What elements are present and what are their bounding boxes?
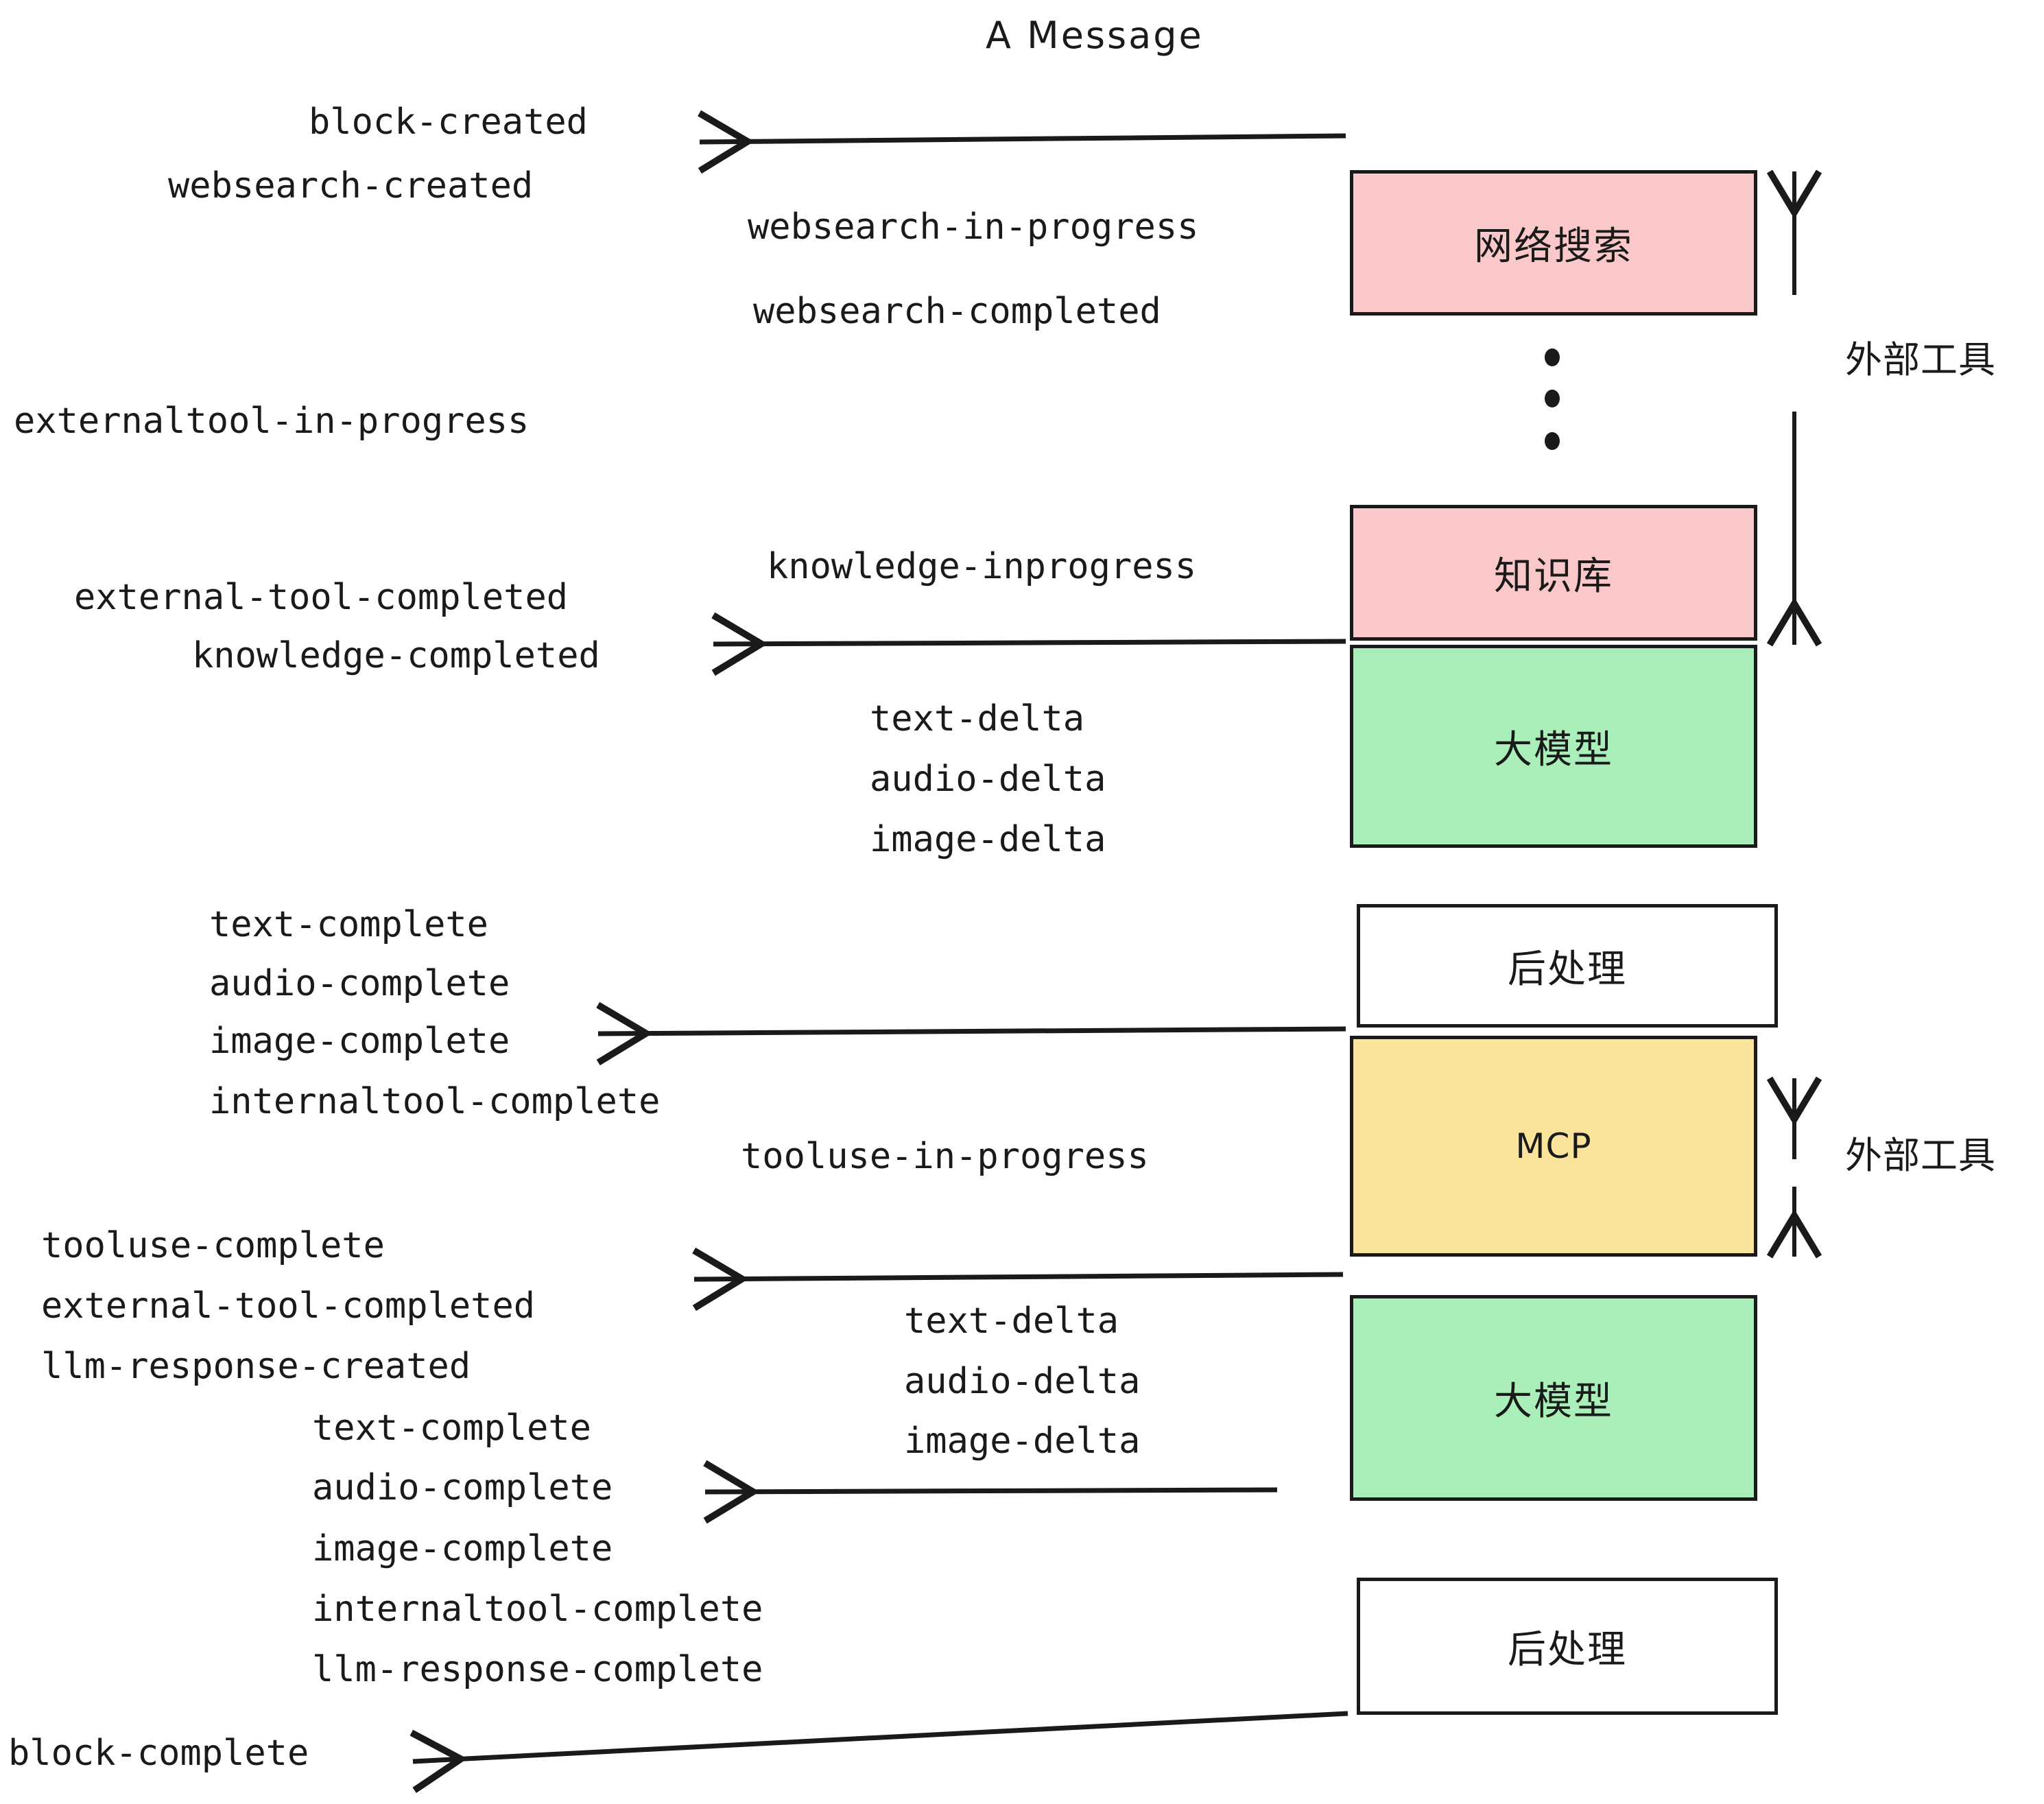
event-tooluse-complete: tooluse-complete [41,1225,385,1266]
node-label: 大模型 [1494,727,1613,772]
page-title: A Message [986,14,1204,57]
node-postproc-1[interactable]: 后处理 [1357,904,1778,1028]
event-text-complete-2: text-complete [312,1408,591,1449]
event-image-delta-1: image-delta [870,819,1106,860]
arrow-block-created [700,136,1346,142]
event-audio-complete-2: audio-complete [312,1467,613,1508]
node-label: 网络搜索 [1474,224,1633,269]
arrow-knowledge-done [713,641,1346,644]
event-llm-response-created: llm-response-created [41,1346,471,1387]
group-label-external-tools-top: 外部工具 [1845,338,1996,381]
event-external-tool-completed-2: external-tool-completed [41,1285,536,1327]
event-websearch-created: websearch-created [168,165,534,206]
event-websearch-completed: websearch-completed [753,291,1161,332]
event-image-delta-2: image-delta [904,1421,1141,1462]
ellipsis-dot-2 [1545,390,1560,407]
event-image-complete-2: image-complete [312,1528,613,1569]
node-label: 后处理 [1508,947,1627,992]
event-audio-complete-1: audio-complete [209,963,510,1004]
event-internaltool-complete-1: internaltool-complete [209,1081,661,1122]
event-text-complete-1: text-complete [209,904,488,945]
node-label: 知识库 [1494,554,1613,599]
event-audio-delta-2: audio-delta [904,1361,1141,1402]
event-text-delta-2: text-delta [904,1301,1119,1342]
arrow-image-complete [598,1029,1346,1034]
event-audio-delta-1: audio-delta [870,759,1106,800]
ellipsis-dot-3 [1545,432,1560,450]
event-llm-response-complete: llm-response-complete [312,1649,763,1690]
node-label: 大模型 [1494,1379,1613,1424]
event-knowledge-inprogress: knowledge-inprogress [767,546,1197,587]
arrow-tooluse-complete [694,1274,1344,1279]
event-knowledge-completed: knowledge-completed [192,635,600,676]
arrow-audio-complete [705,1490,1278,1492]
event-block-created: block-created [309,102,588,143]
node-label: 后处理 [1508,1627,1627,1672]
event-externaltool-in-progress: externaltool-in-progress [14,401,530,442]
event-text-delta-1: text-delta [870,698,1085,739]
node-llm-1[interactable]: 大模型 [1350,645,1757,848]
node-postproc-2[interactable]: 后处理 [1357,1578,1778,1715]
node-label: MCP [1515,1126,1592,1166]
group-label-external-tools-bottom: 外部工具 [1845,1134,1996,1177]
node-llm-2[interactable]: 大模型 [1350,1295,1757,1501]
node-mcp[interactable]: MCP [1350,1036,1757,1257]
event-external-tool-completed-1: external-tool-completed [74,577,569,618]
node-websearch[interactable]: 网络搜索 [1350,170,1757,316]
event-websearch-in-progress: websearch-in-progress [748,206,1199,248]
node-knowledge[interactable]: 知识库 [1350,505,1757,641]
event-block-complete: block-complete [8,1733,309,1774]
arrow-block-complete [413,1711,1348,1761]
event-tooluse-in-progress: tooluse-in-progress [741,1136,1149,1177]
event-image-complete-1: image-complete [209,1021,510,1062]
event-internaltool-complete-2: internaltool-complete [312,1589,763,1630]
ellipsis-dot-1 [1545,348,1560,366]
